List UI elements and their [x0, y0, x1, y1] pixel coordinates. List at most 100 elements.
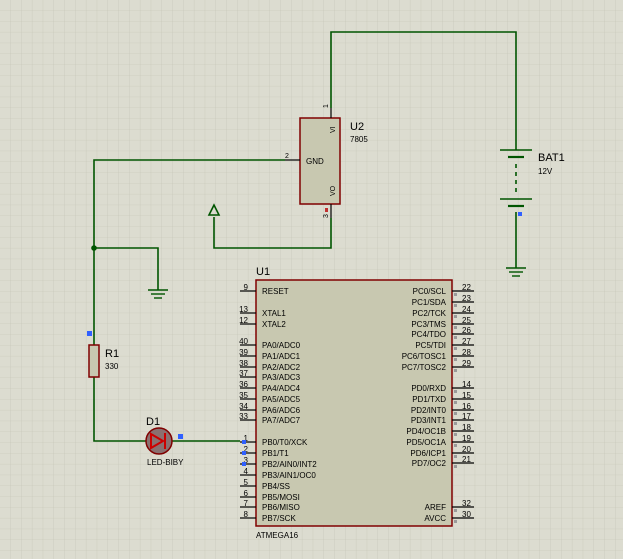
u1-pin-number: 4: [244, 467, 249, 476]
u1-pin-number: 37: [239, 369, 248, 378]
u2-pin-gnd-num: 2: [285, 153, 289, 160]
wire-vo-output[interactable]: [213, 217, 332, 249]
u1-pin-number: 1: [244, 434, 249, 443]
r1-body: [88, 344, 100, 378]
u1-pin-pd3-int1[interactable]: 17 PD3/INT1: [411, 412, 474, 425]
u1-pin-number: 8: [244, 510, 249, 519]
u1-pin-name: PD3/INT1: [411, 416, 447, 425]
u1-pin-pb0-t0-xck[interactable]: 1 PB0/T0/XCK: [240, 434, 308, 447]
u1-pin-pb4-ss[interactable]: 5 PB4/SS: [240, 478, 290, 491]
u1-pin-number: 38: [239, 359, 248, 368]
u1-pin-name: PC2/TCK: [412, 309, 446, 318]
ground-symbol[interactable]: [148, 289, 168, 299]
u1-pin-stub: [454, 347, 457, 350]
u1-pin-name: PD1/TXD: [412, 395, 446, 404]
u1-pin-number: 5: [244, 478, 249, 487]
u1-pin-stub: [454, 444, 457, 447]
wire-vi-to-battery[interactable]: [330, 31, 517, 150]
u1-pin-pa2-adc2[interactable]: 38 PA2/ADC2: [239, 359, 301, 372]
u2-pin-vi-name: VI: [330, 126, 337, 133]
u1-pin-pa4-adc4[interactable]: 36 PA4/ADC4: [239, 380, 301, 393]
u1-pin-name: XTAL1: [262, 309, 286, 318]
u1-pin-number: 30: [462, 510, 471, 519]
d1-ref: D1: [146, 416, 160, 428]
u1-pin-name: PA6/ADC6: [262, 406, 301, 415]
u1-pin-name: PA2/ADC2: [262, 363, 301, 372]
u1-pin-name: PB5/MOSI: [262, 493, 300, 502]
u1-pin-number: 36: [239, 380, 248, 389]
u1-pin-marker: [242, 451, 246, 455]
u1-pin-name: PB0/T0/XCK: [262, 438, 308, 447]
u2-pin-vi-num: 1: [323, 104, 330, 108]
u1-pin-name: PD6/ICP1: [410, 449, 446, 458]
u1-pin-number: 3: [244, 456, 249, 465]
u1-pin-number: 19: [462, 434, 471, 443]
u1-part: ATMEGA16: [256, 531, 299, 540]
wire-r1-to-led[interactable]: [93, 377, 146, 442]
u1-pin-marker: [242, 462, 246, 466]
u1-pin-stub: [454, 412, 457, 415]
wire-gnd-branch[interactable]: [94, 247, 159, 290]
u1-pin-name: PA3/ADC3: [262, 373, 301, 382]
u1-pin-number: 27: [462, 337, 471, 346]
d1-part: LED-BIBY: [147, 458, 184, 467]
d1-triangle: [150, 432, 165, 450]
u1-pin-name: PC4/TDO: [411, 330, 446, 339]
u1-pin-stub: [454, 336, 457, 339]
d1-pin-marker: [178, 434, 183, 439]
u1-pin-stub: [454, 315, 457, 318]
wire-gnd-rail[interactable]: [93, 159, 285, 345]
battery-ground-symbol[interactable]: [506, 267, 526, 277]
u1-pin-name: PA4/ADC4: [262, 384, 301, 393]
u1-pin-number: 17: [462, 412, 471, 421]
u2-regulator[interactable]: U2 7805 1 VI 2 GND VO 3: [285, 104, 368, 218]
u1-pin-name: PA5/ADC5: [262, 395, 301, 404]
r1-resistor[interactable]: R1 330: [87, 331, 119, 378]
u1-pin-number: 29: [462, 359, 471, 368]
d1-led[interactable]: D1 LED-BIBY: [145, 416, 184, 467]
output-terminal-arrow[interactable]: [207, 203, 221, 216]
u1-pin-stub: [454, 304, 457, 307]
u1-pin-stub: [454, 390, 457, 393]
bat1-pin-marker: [518, 212, 522, 216]
u2-pin-marker-vo: [325, 208, 328, 212]
u1-pin-name: PB4/SS: [262, 482, 290, 491]
u2-body: [299, 117, 341, 205]
u1-pin-name: PD2/INT0: [411, 406, 447, 415]
u1-pin-pa3-adc3[interactable]: 37 PA3/ADC3: [239, 369, 301, 382]
bat1-battery[interactable]: BAT1 12V: [500, 149, 565, 216]
